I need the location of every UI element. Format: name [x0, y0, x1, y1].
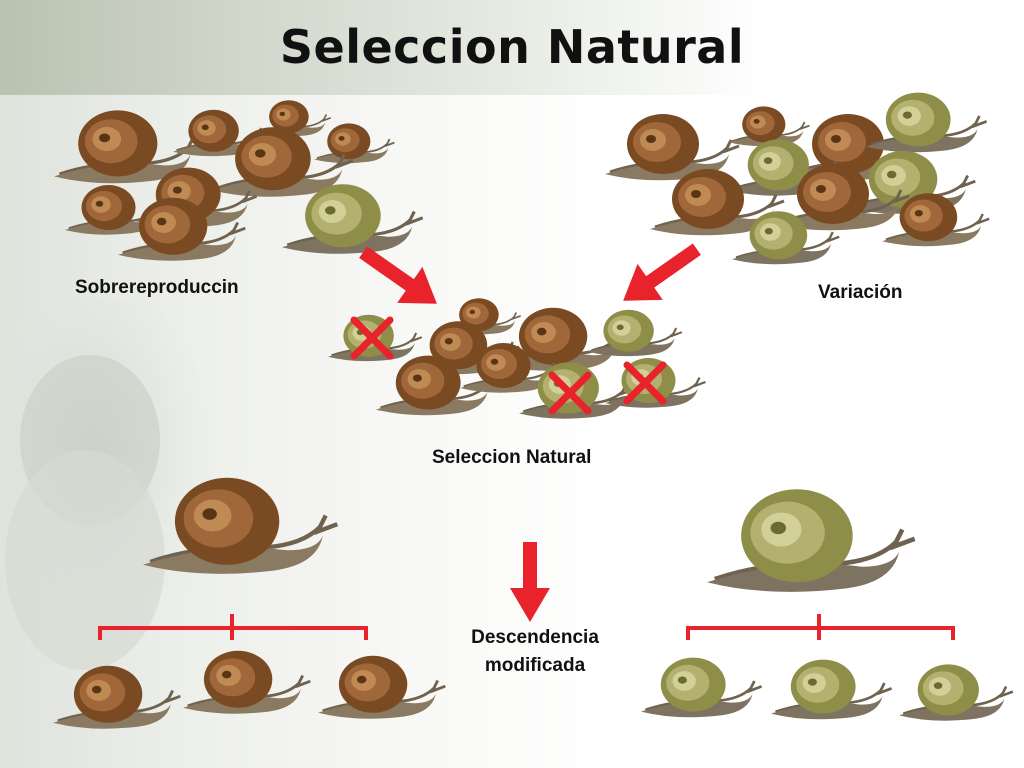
slide-title: Seleccion Natural: [279, 20, 745, 74]
label-overreproduction: Sobrereproduccin: [75, 277, 239, 298]
snail-icon: [586, 308, 683, 358]
background-portrait-image: [0, 300, 215, 670]
label-natural-selection: Seleccion Natural: [432, 447, 592, 468]
snail-icon: [313, 122, 396, 165]
arrow-icon: [510, 542, 550, 622]
snail-icon: [864, 91, 988, 154]
snail-cluster-selection: [326, 297, 707, 420]
snail-icon: [181, 649, 312, 716]
snail-icon: [316, 654, 447, 721]
snail-icon: [707, 489, 915, 592]
snail-icon: [897, 663, 1015, 722]
label-variation: Variación: [818, 282, 903, 303]
title-banner: [0, 0, 1024, 95]
lineage-brown: [51, 478, 447, 731]
label-offspring-line2: modificada: [484, 655, 586, 676]
label-modified-offspring: Descendencia modificada: [445, 624, 625, 680]
arrow-icon: [610, 231, 710, 319]
snail-icon: [603, 356, 707, 409]
family-bracket-icon: [686, 614, 955, 640]
snail-cluster-variation: [603, 91, 991, 266]
snail-cluster-overreproduction: [52, 99, 425, 263]
snail-icon: [51, 664, 182, 731]
lineage-olive: [639, 489, 1015, 722]
snail-icon: [639, 656, 763, 719]
snail-icon: [143, 478, 337, 574]
snail-icon: [603, 112, 741, 182]
family-bracket-icon: [98, 614, 368, 640]
snail-icon: [728, 105, 811, 148]
snail-icon: [769, 658, 893, 721]
label-offspring-line1: Descendencia: [471, 627, 599, 648]
